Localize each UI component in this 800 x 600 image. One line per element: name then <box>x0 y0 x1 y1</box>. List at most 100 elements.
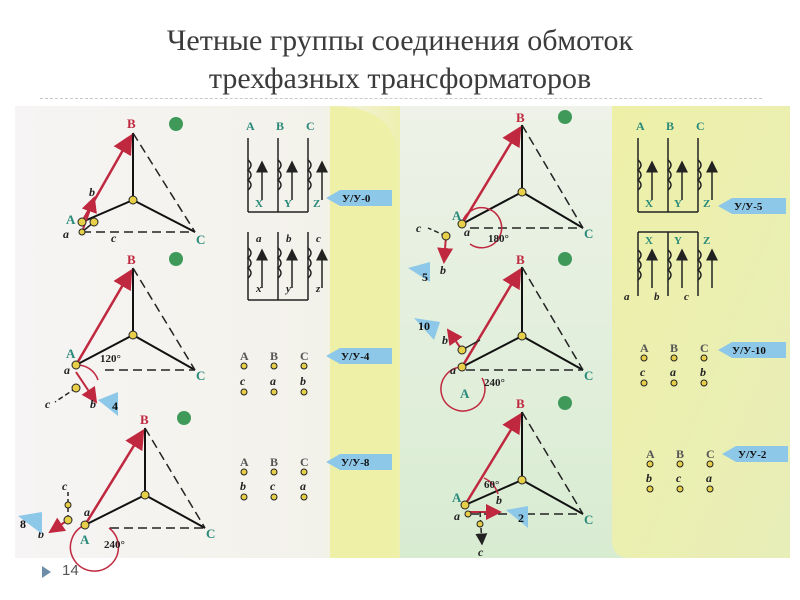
group-0-vector-diagram: B C A a b c <box>63 116 205 247</box>
slide-number-arrow-icon <box>42 566 51 578</box>
g2-label-b: b <box>496 493 502 507</box>
g2-label-a: a <box>454 509 460 523</box>
left-yellow-panel <box>330 106 398 558</box>
g0-tag-flag <box>326 190 392 206</box>
slide-title: Четные группы соединения обмоток трехфаз… <box>0 22 800 98</box>
winding-schematic-left <box>246 138 328 301</box>
g10-bottom-0: c <box>640 365 646 379</box>
bus-right-X: X <box>645 198 653 210</box>
bus-right-B: B <box>666 119 674 133</box>
slide-number: 14 <box>62 562 79 579</box>
g4-bottom-2: b <box>300 374 306 388</box>
g10-label-B: B <box>516 252 525 267</box>
title-line-1: Четные группы соединения обмоток <box>166 24 634 57</box>
g5-tag-flag <box>718 198 786 214</box>
g4-marker-icon <box>169 252 183 266</box>
g8-tag-flag <box>326 454 392 470</box>
g2-top-0: A <box>646 447 655 461</box>
g10-label-A: A <box>460 386 470 401</box>
g5-angle: 180° <box>488 233 509 245</box>
g8-phase-table: A B C b c a <box>240 455 309 501</box>
g2-bottom-2: a <box>706 471 712 485</box>
g2-phase-table: A B C b c a <box>646 447 715 493</box>
g10-phase-table: A B C c a b <box>640 341 709 387</box>
g4-label-B: B <box>127 252 136 267</box>
bus-left-b: b <box>286 233 292 245</box>
g10-top-1: B <box>670 341 678 355</box>
g2-tag-flag <box>722 446 788 462</box>
g0-label-C: C <box>196 232 205 247</box>
g10-label-C: C <box>584 368 593 383</box>
g4-label-A: A <box>66 346 76 361</box>
bus-right-A: A <box>636 119 645 133</box>
bus-left-B: B <box>276 119 284 133</box>
g4-label-c: c <box>45 397 51 411</box>
g5-label-B: B <box>516 110 525 125</box>
g10-label-b: b <box>442 333 448 347</box>
bus-right-Y: Y <box>674 198 682 210</box>
bus-left-a: a <box>256 233 262 245</box>
g10-number: 10 <box>418 319 430 333</box>
g2-top-2: C <box>706 447 715 461</box>
g8-top-1: B <box>270 455 278 469</box>
g8-top-2: C <box>300 455 309 469</box>
bus-right-Z: Z <box>703 198 710 210</box>
g0-label-c: c <box>111 231 117 245</box>
g0-marker-icon <box>169 117 183 131</box>
bus-right-b: b <box>654 291 660 303</box>
bus-left-X: X <box>255 198 263 210</box>
g8-bottom-0: b <box>240 479 246 493</box>
bus-right-Y2: Y <box>674 235 682 247</box>
bus-left-x: x <box>255 283 262 295</box>
bus-right-X2: X <box>645 235 653 247</box>
g0-label-A: A <box>66 212 76 227</box>
g2-label-A: A <box>452 490 462 505</box>
g10-tag-flag <box>718 342 786 358</box>
g4-tag-flag <box>326 348 392 364</box>
g2-tag: У/У-2 <box>738 449 767 461</box>
bus-left-c: c <box>316 233 321 245</box>
g8-tag: У/У-8 <box>341 457 370 469</box>
g2-bottom-1: c <box>676 471 682 485</box>
g2-label-B: B <box>516 396 525 411</box>
bus-right-C: C <box>696 119 705 133</box>
bus-left-Y: Y <box>284 198 292 210</box>
g8-angle: 240° <box>104 539 125 551</box>
g10-angle: 240° <box>484 377 505 389</box>
g4-top-1: B <box>270 349 278 363</box>
g5-label-b: b <box>440 263 446 277</box>
g8-label-c: c <box>62 479 68 493</box>
group-4-vector-diagram: B C A a b c 120° 4 <box>45 252 205 416</box>
bus-left-C: C <box>306 119 315 133</box>
g2-number: 2 <box>518 511 524 525</box>
g2-bottom-0: b <box>646 471 652 485</box>
g8-bottom-1: c <box>270 479 276 493</box>
g5-tag: У/У-5 <box>734 201 763 213</box>
g10-bottom-1: a <box>670 365 676 379</box>
g0-label-b: b <box>89 185 95 199</box>
g4-number: 4 <box>112 399 118 413</box>
g4-top-2: C <box>300 349 309 363</box>
g8-bottom-2: a <box>300 479 306 493</box>
bus-left-z: z <box>315 283 321 295</box>
g8-top-0: A <box>240 455 249 469</box>
g4-label-C: C <box>196 368 205 383</box>
title-line-2: трехфазных трансформаторов <box>208 62 592 95</box>
g4-top-0: A <box>240 349 249 363</box>
g10-bottom-2: b <box>700 365 706 379</box>
g2-label-C: C <box>584 512 593 527</box>
g5-label-c: c <box>416 221 422 235</box>
g4-tag: У/У-4 <box>341 351 370 363</box>
g4-label-a: a <box>64 363 70 377</box>
bus-left-A: A <box>246 119 255 133</box>
g8-label-B: B <box>140 412 149 427</box>
g4-bottom-0: c <box>240 374 246 388</box>
g8-marker-icon <box>177 411 191 425</box>
right-yellow-panel <box>612 106 790 558</box>
g10-tag: У/У-10 <box>732 345 766 357</box>
bus-left-y: y <box>284 283 291 295</box>
bus-right-Z2: Z <box>703 235 710 247</box>
bus-right-c: c <box>684 291 689 303</box>
g5-label-C: C <box>584 226 593 241</box>
g5-number: 5 <box>422 270 428 284</box>
